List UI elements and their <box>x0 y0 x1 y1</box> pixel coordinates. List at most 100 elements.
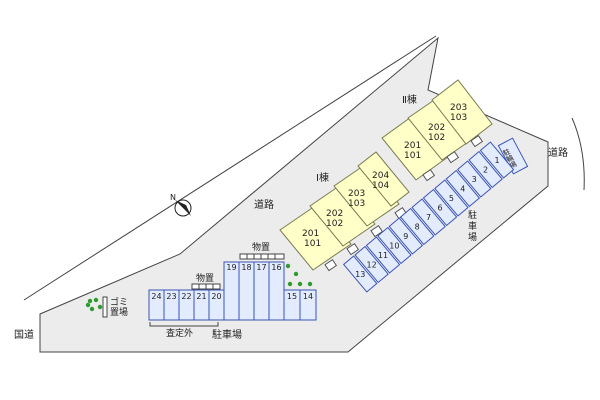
parking-space-number: 3 <box>472 175 477 184</box>
out-of-scope-bracket <box>149 322 219 327</box>
parking-space-9: 9 <box>388 217 424 255</box>
parking-space-10: 10 <box>377 226 412 265</box>
parking-space-number: 22 <box>181 292 191 301</box>
garbage-label-2: 置場 <box>110 306 128 318</box>
parking-right-label-2: 車 <box>468 220 477 232</box>
building-1-unit-1-lower: 101 <box>304 239 321 249</box>
building-1-unit-1 <box>279 203 352 271</box>
parking-space-21: 21 <box>193 289 210 321</box>
building-2-unit-2-upper: 202 <box>428 123 445 133</box>
parking-space-6: 6 <box>422 188 458 227</box>
out-of-scope-label: 査定外 <box>166 327 193 339</box>
tree-icon <box>93 297 99 303</box>
storage-shed-2: 物置 <box>191 272 221 290</box>
storage-shed-1: 物置 <box>239 241 285 260</box>
north-label: N <box>170 193 176 202</box>
parking-space-24: 24 <box>148 289 165 321</box>
building-2-porch-3 <box>470 135 484 148</box>
building-2-unit-3-upper: 203 <box>450 103 467 113</box>
building-1-unit-3-lower: 103 <box>348 199 365 209</box>
parking-space-14: 14 <box>299 289 317 321</box>
tree-icon <box>297 281 303 287</box>
storage-shed-2-label: 物置 <box>196 272 214 284</box>
parking-space-22: 22 <box>178 289 195 321</box>
parking-space-number: 21 <box>196 292 206 301</box>
building-1-unit-3 <box>333 163 400 227</box>
building-1-unit-1-upper: 201 <box>302 229 319 239</box>
parking-right-label-3: 場 <box>468 231 477 243</box>
storage-shed-1-label: 物置 <box>252 241 270 253</box>
garbage-area: ゴミ 置場 <box>102 296 128 318</box>
parking-space-number: 10 <box>389 242 399 251</box>
parking-bottom-label: 駐車場 <box>212 328 242 341</box>
parking-space-18: 18 <box>238 261 255 321</box>
parking-space-13: 13 <box>342 255 378 293</box>
parking-space-1: 1 <box>479 141 515 179</box>
parking-space-number: 18 <box>241 263 251 272</box>
building-1-porch-1 <box>324 259 338 272</box>
parking-space-19: 19 <box>223 261 240 321</box>
north-arrow-icon: N <box>170 193 192 217</box>
parking-space-16: 16 <box>268 261 285 321</box>
parking-space-number: 6 <box>437 204 442 213</box>
tree-icon <box>87 298 93 304</box>
building-1-unit-2 <box>309 183 376 247</box>
road-label-right: 道路 <box>548 146 568 159</box>
parking-space-number: 8 <box>415 223 420 232</box>
national-road-label: 国道 <box>14 328 34 341</box>
parking-space-17: 17 <box>253 261 270 321</box>
parking-space-8: 8 <box>399 207 435 246</box>
parking-space-7: 7 <box>411 198 446 236</box>
building-2-unit-3-lower: 103 <box>450 113 467 123</box>
bike-parking-area <box>497 137 529 175</box>
building-2-unit-1-upper: 201 <box>404 141 421 151</box>
building-1-unit-4 <box>357 151 410 207</box>
parking-space-15: 15 <box>283 289 301 321</box>
parking-space-number: 5 <box>449 194 454 203</box>
parking-space-number: 24 <box>151 292 161 301</box>
tree-icon <box>287 281 293 287</box>
parking-space-number: 12 <box>367 261 377 270</box>
building-1-unit-2-lower: 102 <box>326 219 343 229</box>
parking-space-number: 11 <box>378 251 388 260</box>
building-2-unit-2-lower: 102 <box>428 133 445 143</box>
building-2: Ⅱ棟 201 101 202 102 203 103 <box>381 79 493 182</box>
parking-right-label-1: 駐 <box>468 209 477 221</box>
parking-space-number: 4 <box>460 185 465 194</box>
building-1-name: Ⅰ棟 <box>316 171 329 184</box>
parking-space-number: 1 <box>494 156 499 165</box>
building-1: Ⅰ棟 201 101 202 102 203 103 204 104 <box>279 151 410 272</box>
parking-space-number: 2 <box>483 166 488 175</box>
parking-space-5: 5 <box>434 179 469 217</box>
building-1-unit-4-lower: 104 <box>372 181 389 191</box>
trees <box>85 263 313 312</box>
building-1-porch-2 <box>346 243 360 256</box>
parking-space-3: 3 <box>456 160 492 198</box>
parking-space-number: 7 <box>426 213 431 222</box>
parking-space-23: 23 <box>163 289 180 321</box>
building-2-porch-2 <box>446 151 460 164</box>
parking-space-number: 16 <box>271 263 281 272</box>
road-label-top: 道路 <box>254 198 274 211</box>
parking-space-number: 14 <box>303 292 313 301</box>
building-2-unit-1-lower: 101 <box>404 151 421 161</box>
parking-space-number: 19 <box>226 263 236 272</box>
parking-space-number: 17 <box>256 263 266 272</box>
tree-icon <box>293 271 299 277</box>
parking-space-number: 13 <box>355 270 365 279</box>
building-1-unit-2-upper: 202 <box>326 209 343 219</box>
parking-space-number: 20 <box>211 292 221 301</box>
tree-icon <box>307 281 313 287</box>
building-1-porch-3 <box>370 225 384 238</box>
tree-icon <box>285 263 291 269</box>
tree-icon <box>89 306 95 312</box>
garbage-label-1: ゴミ <box>110 296 128 308</box>
parking-space-11: 11 <box>365 236 401 274</box>
tree-icon <box>97 304 103 310</box>
building-2-porch-1 <box>422 169 436 182</box>
parking-space-20: 20 <box>208 289 225 321</box>
